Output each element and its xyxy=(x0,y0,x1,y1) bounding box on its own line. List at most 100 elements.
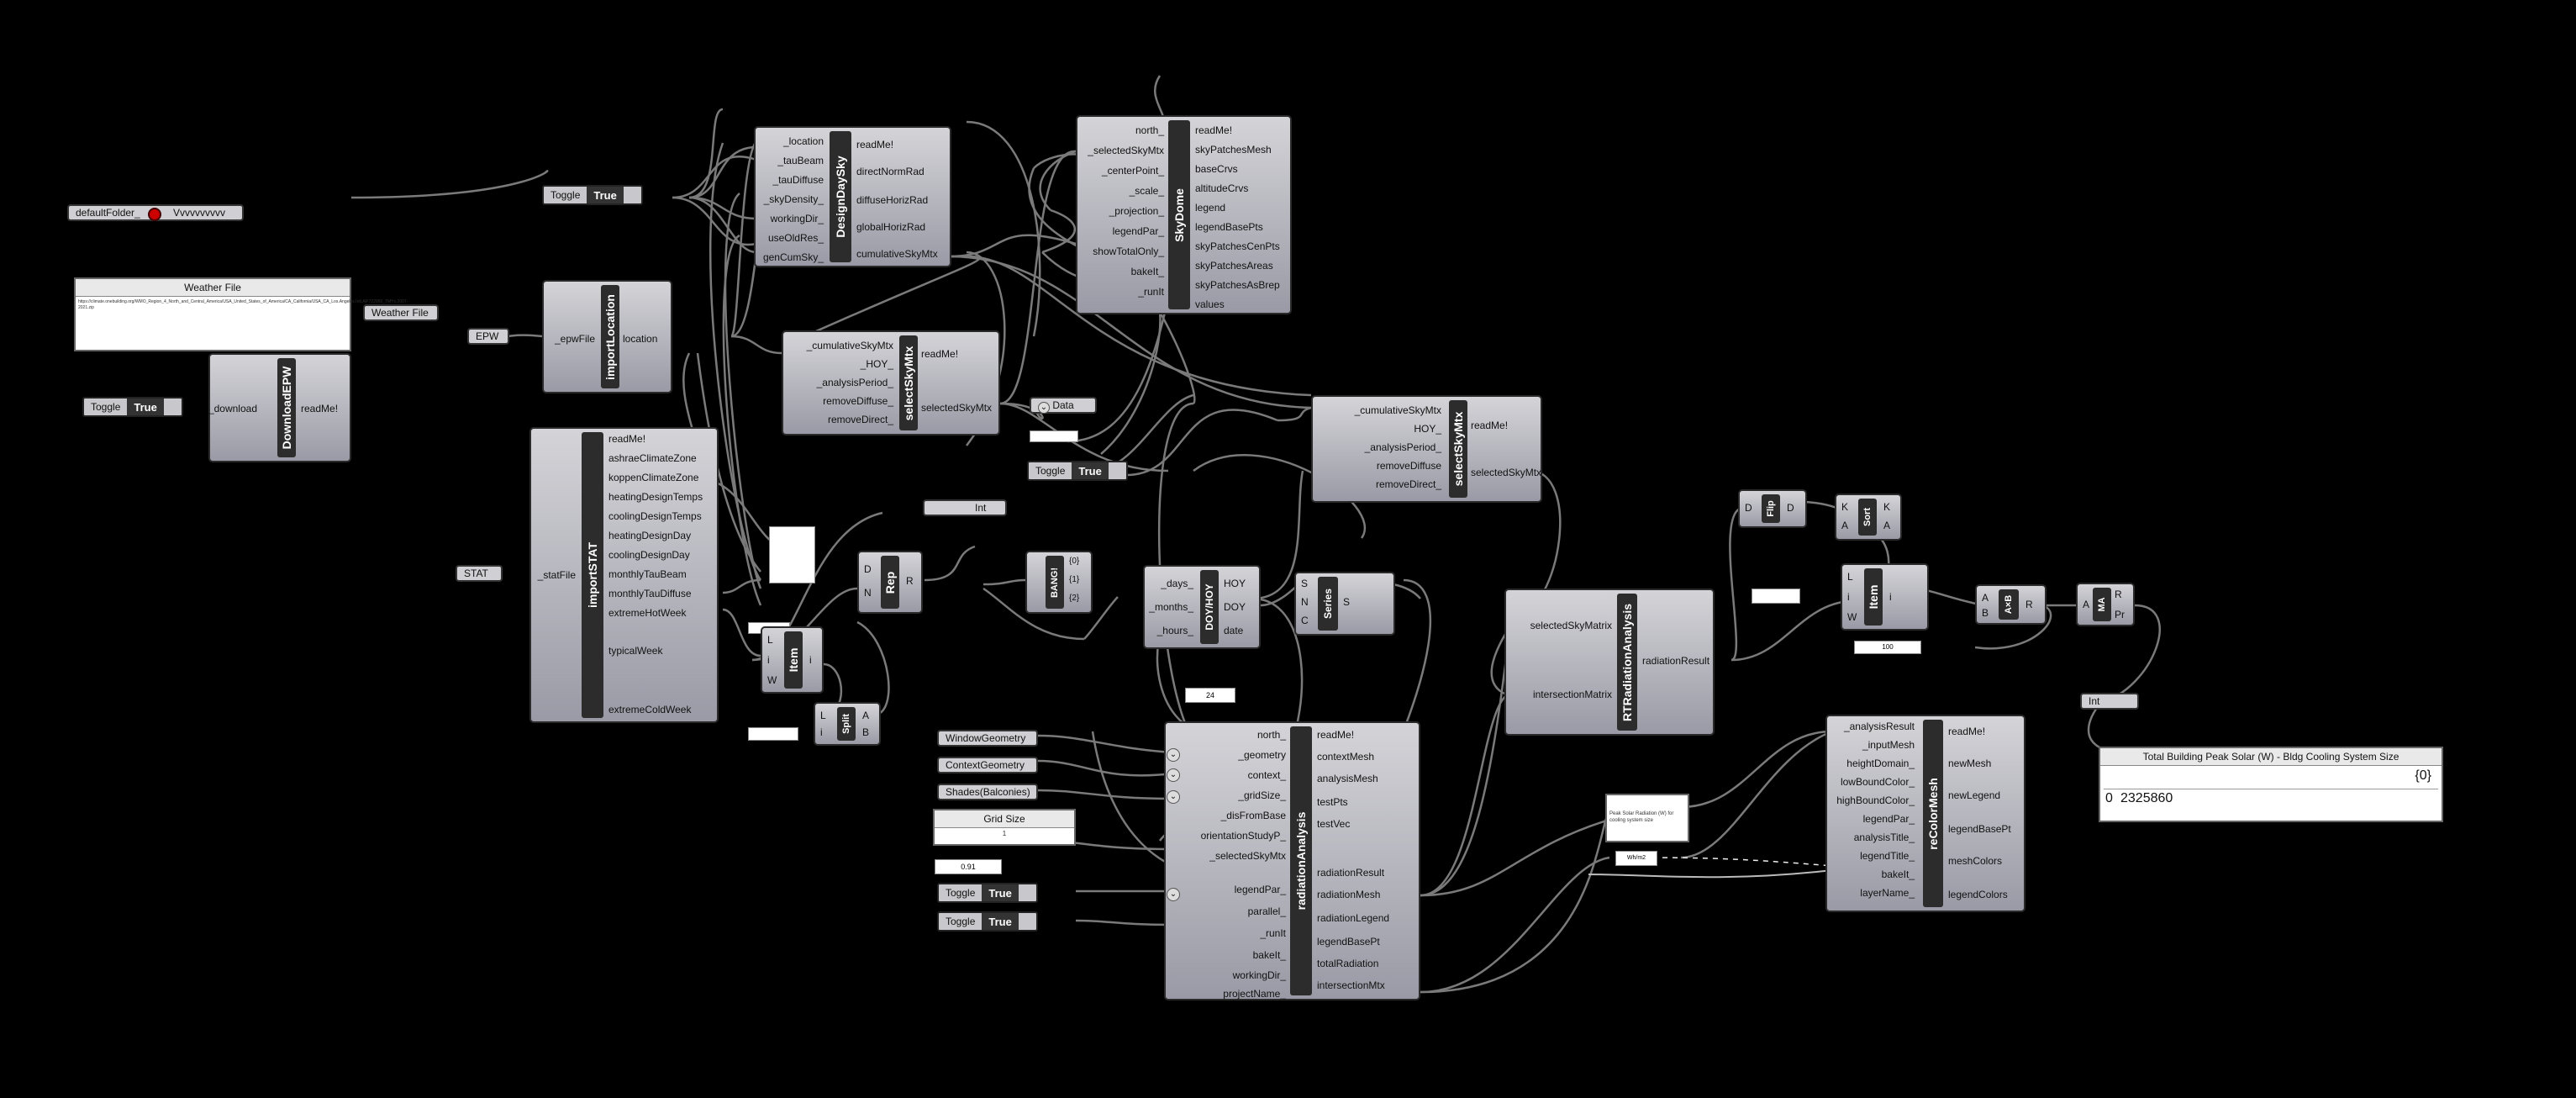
radiation-analysis-input[interactable]: bakeIt_ xyxy=(1252,949,1286,961)
re-color-mesh-output[interactable]: legendColors xyxy=(1948,889,2008,900)
re-color-mesh-output[interactable]: legendBasePt xyxy=(1948,823,2011,835)
item-2-input[interactable]: L xyxy=(1847,571,1853,583)
import-stat-output[interactable]: coolingDesignDay xyxy=(608,549,690,561)
re-color-mesh-input[interactable]: _analysisResult xyxy=(1843,721,1915,732)
re-color-mesh-output[interactable]: readMe! xyxy=(1948,726,1986,737)
axb-input[interactable]: A xyxy=(1982,592,1989,604)
re-color-mesh-output[interactable]: newLegend xyxy=(1948,789,2001,801)
re-color-mesh-input[interactable]: layerName_ xyxy=(1860,887,1915,899)
radiation-analysis-input[interactable]: projectName_ xyxy=(1223,988,1286,1000)
radiation-analysis-input[interactable]: _selectedSkyMtx xyxy=(1209,850,1286,862)
sky-dome-input[interactable]: _scale_ xyxy=(1129,185,1164,197)
radiation-analysis-output[interactable]: analysisMesh xyxy=(1317,773,1378,784)
radiation-analysis-input[interactable]: _gridSize_ xyxy=(1238,789,1286,801)
axb-component[interactable]: A B A×B R xyxy=(1975,584,2047,625)
series-output[interactable]: S xyxy=(1343,596,1351,608)
result-panel[interactable]: Total Building Peak Solar (W) - Bldg Coo… xyxy=(2099,747,2443,822)
doy-hoy-input[interactable]: _hours_ xyxy=(1156,625,1193,636)
import-location-component[interactable]: _epwFile importLocation location xyxy=(542,280,672,393)
weather-file-panel[interactable]: Weather File https://climate.onebuilding… xyxy=(74,277,408,351)
series-input[interactable]: C xyxy=(1301,615,1309,626)
sky-dome-output[interactable]: skyPatchesAreas xyxy=(1195,260,1273,272)
import-stat-output[interactable]: koppenClimateZone xyxy=(608,472,699,483)
select-sky-mtx-2-output[interactable]: readMe! xyxy=(1471,420,1509,431)
item-2-input[interactable]: i xyxy=(1847,591,1850,603)
import-stat-output[interactable]: ashraeClimateZone xyxy=(608,452,697,464)
note-panel[interactable]: Peak Solar Radiation (W) for cooling sys… xyxy=(1605,794,1689,842)
sky-dome-input[interactable]: _projection_ xyxy=(1109,205,1164,217)
import-stat-output[interactable]: monthlyTauBeam xyxy=(608,568,687,580)
unit-panel[interactable]: Wh/m2 xyxy=(1615,851,1657,866)
design-day-sky-output[interactable]: globalHorizRad xyxy=(856,221,926,233)
design-day-sky-output[interactable]: diffuseHorizRad xyxy=(856,194,929,206)
rep-output[interactable]: R xyxy=(906,575,914,587)
design-day-sky-input[interactable]: genCumSky_ xyxy=(762,251,824,263)
series-component[interactable]: S N C Series S xyxy=(1294,572,1395,636)
radiation-analysis-output[interactable]: testPts xyxy=(1317,796,1348,808)
radiation-analysis-output[interactable]: testVec xyxy=(1317,818,1351,830)
sky-dome-input[interactable]: north_ xyxy=(1135,124,1164,136)
sky-dome-input[interactable]: _selectedSkyMtx xyxy=(1088,145,1164,156)
download-epw-component[interactable]: _download DownloadEPW readMe! xyxy=(208,353,351,462)
rt-radiation-analysis-component[interactable]: selectedSkyMatrix intersectionMatrix RTR… xyxy=(1504,589,1715,736)
select-sky-mtx-1-output[interactable]: selectedSkyMtx xyxy=(921,402,993,414)
design-day-sky-input[interactable]: useOldRes_ xyxy=(767,232,824,244)
doy-hoy-output[interactable]: HOY xyxy=(1224,578,1246,589)
hour-panel[interactable]: 24 xyxy=(1185,688,1235,703)
split-input[interactable]: i xyxy=(820,726,823,738)
sort-output[interactable]: A xyxy=(1883,520,1891,531)
design-day-sky-component[interactable]: _location _tauBeam _tauDiffuse _skyDensi… xyxy=(754,126,951,267)
radiation-analysis-output[interactable]: radiationResult xyxy=(1317,867,1385,879)
context-geometry-param[interactable]: ContextGeometry xyxy=(937,757,1038,773)
sort-component[interactable]: K A Sort K A xyxy=(1835,494,1902,541)
sky-dome-output[interactable]: altitudeCrvs xyxy=(1195,182,1249,194)
doy-hoy-component[interactable]: _days_ _months_ _hours_ DOY/HOY HOY DOY … xyxy=(1143,565,1261,649)
radiation-analysis-output[interactable]: readMe! xyxy=(1317,729,1355,741)
item-value-panel[interactable]: 100 xyxy=(1854,641,1921,654)
select-sky-mtx-1-input[interactable]: _cumulativeSkyMtx xyxy=(806,340,893,351)
split-output[interactable]: A xyxy=(862,710,870,721)
small-panel[interactable] xyxy=(748,727,798,741)
import-stat-output[interactable]: monthlyTauDiffuse xyxy=(608,588,692,599)
flip-input[interactable]: D xyxy=(1745,502,1752,514)
import-stat-output[interactable]: heatingDesignDay xyxy=(608,530,692,541)
import-stat-output[interactable]: extremeHotWeek xyxy=(608,607,687,619)
import-stat-input[interactable]: _statFile xyxy=(537,569,576,581)
radiation-analysis-component[interactable]: north_ _geometry context_ _gridSize_ _di… xyxy=(1164,721,1420,1000)
select-sky-mtx-2-input[interactable]: HOY_ xyxy=(1414,423,1441,435)
radiation-analysis-output[interactable]: contextMesh xyxy=(1317,751,1375,763)
radiation-analysis-input[interactable]: workingDir_ xyxy=(1232,969,1286,981)
radiation-analysis-output[interactable]: totalRadiation xyxy=(1317,958,1379,969)
re-color-mesh-input[interactable]: highBoundColor_ xyxy=(1836,794,1915,806)
rt-radiation-analysis-input[interactable]: intersectionMatrix xyxy=(1532,689,1612,700)
radiation-analysis-output[interactable]: legendBasePt xyxy=(1317,936,1380,948)
split-input[interactable]: L xyxy=(820,710,826,721)
sky-dome-input[interactable]: legendPar_ xyxy=(1112,225,1164,237)
axb-output[interactable]: R xyxy=(2026,599,2033,610)
re-color-mesh-input[interactable]: lowBoundColor_ xyxy=(1840,776,1915,788)
weather-file-param[interactable]: Weather File xyxy=(363,304,439,321)
rep-component[interactable]: D N Rep R xyxy=(857,551,923,614)
radiation-analysis-input[interactable]: _geometry xyxy=(1238,749,1286,761)
doy-hoy-input[interactable]: _months_ xyxy=(1149,601,1193,613)
rep-input[interactable]: N xyxy=(864,587,872,599)
list-panel[interactable] xyxy=(769,526,815,583)
run-toggle-2[interactable]: Toggle True xyxy=(937,911,1038,932)
item-1-component[interactable]: L i W Item i xyxy=(761,626,824,694)
sort-output[interactable]: K xyxy=(1883,501,1891,513)
small-panel[interactable] xyxy=(1030,430,1078,442)
download-epw-output[interactable]: readMe! xyxy=(301,403,339,414)
sky-dome-output[interactable]: readMe! xyxy=(1195,124,1233,136)
item-1-output[interactable]: i xyxy=(809,654,812,666)
re-color-mesh-input[interactable]: heightDomain_ xyxy=(1846,758,1915,769)
select-sky-mtx-2-input[interactable]: removeDiffuse xyxy=(1376,460,1441,472)
axb-input[interactable]: B xyxy=(1982,607,1989,619)
grid-value-panel[interactable]: 0.91 xyxy=(935,859,1002,874)
doy-hoy-output[interactable]: DOY xyxy=(1224,601,1246,613)
design-day-sky-input[interactable]: _skyDensity_ xyxy=(763,193,824,205)
default-folder-param[interactable]: defaultFolder_ Vvvvvvvvvv xyxy=(67,204,244,221)
download-toggle[interactable]: Toggle True xyxy=(82,397,183,417)
int-param-1[interactable]: Int xyxy=(923,499,1007,516)
re-color-mesh-output[interactable]: newMesh xyxy=(1948,758,1992,769)
